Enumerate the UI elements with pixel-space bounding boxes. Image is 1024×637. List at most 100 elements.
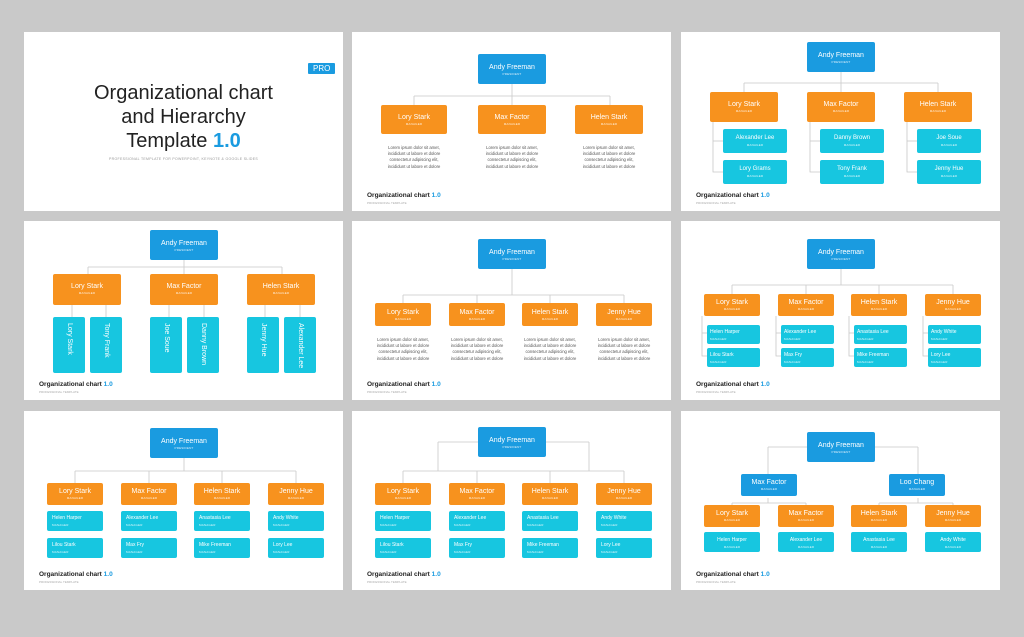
slide-cover[interactable]: PRO Organizational chart and Hierarchy T… [24, 32, 343, 211]
footer-subtitle: PROFESSIONAL TEMPLATE [696, 580, 736, 584]
cover-subtitle: PROFESSIONAL TEMPLATE FOR POWERPOINT, KE… [109, 157, 258, 161]
staff-box-vertical[interactable]: Danny Brown [187, 317, 219, 373]
connector-lines [402, 269, 625, 303]
description-text: Lorem ipsum dolor sit amet,incididunt ut… [376, 337, 430, 361]
description-text: Lorem ipsum dolor sit amet,incididunt ut… [450, 337, 504, 361]
staff-box-vertical[interactable]: Joe Soue [150, 317, 182, 373]
cover-version: 1.0 [212, 130, 241, 152]
staff-box-vertical[interactable]: Jenny Hue [247, 317, 279, 373]
staff-box-vertical[interactable]: Tony Frank [90, 317, 122, 373]
footer-subtitle: PROFESSIONAL TEMPLATE [367, 390, 407, 394]
connector-lines [402, 441, 625, 483]
description-text: Lorem ipsum dolor sit amet,incididunt ut… [582, 145, 636, 169]
staff-box-vertical[interactable]: Lory Stark [53, 317, 85, 373]
footer-subtitle: PROFESSIONAL TEMPLATE [39, 580, 79, 584]
staff-box-vertical[interactable]: Alexander Lee [284, 317, 316, 373]
footer-title: Organizational chart 1.0 [696, 571, 770, 578]
description-text: Lorem ipsum dolor sit amet,incididunt ut… [597, 337, 651, 361]
